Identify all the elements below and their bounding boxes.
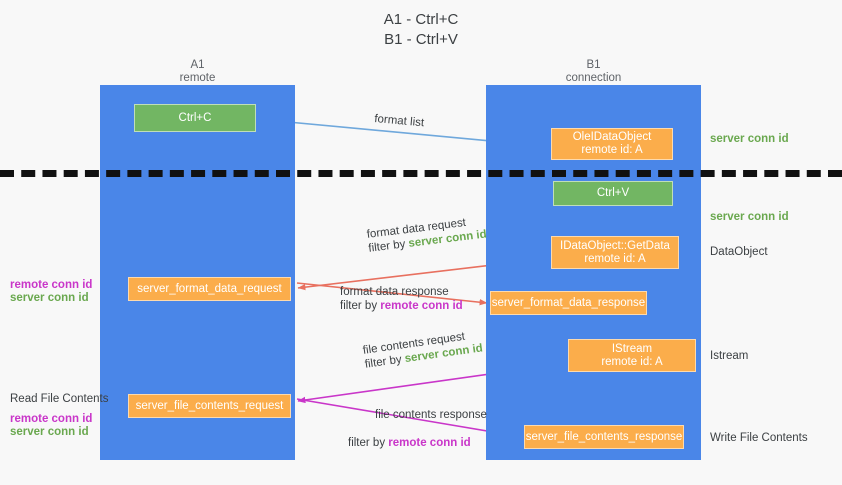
- node-ole-idataobject-line2: remote id: A: [581, 144, 643, 156]
- lane-header-a1: A1 remote: [120, 59, 275, 85]
- annotation-server-conn-id-top: server conn id: [710, 133, 789, 145]
- node-server-format-data-response[interactable]: server_format_data_response: [490, 291, 647, 315]
- lane-header-b1-line2: connection: [565, 72, 622, 84]
- arrow-format-data-response: [296, 282, 488, 306]
- annotation-left-server-conn-id-1: server conn id: [10, 292, 89, 304]
- lane-header-b1-line1: B1: [586, 59, 601, 71]
- node-ctrl-v-label: Ctrl+V: [596, 187, 630, 199]
- lane-header-a1-line2: remote: [179, 72, 216, 84]
- edge-label-file-contents-response: file contents response: [375, 408, 487, 422]
- annotation-read-file-contents: Read File Contents: [10, 393, 109, 405]
- annotation-server-conn-id-mid: server conn id: [710, 211, 789, 223]
- lane-header-b1: B1 connection: [516, 59, 671, 85]
- node-istream-line1: IStream: [611, 342, 653, 355]
- node-server-file-contents-response-label: server_file_contents_response: [525, 430, 683, 443]
- edge-label-file-contents-response-filter: filter by remote conn id: [348, 436, 471, 450]
- phase-divider: [0, 170, 842, 177]
- arrow-file-contents-response: [296, 398, 524, 439]
- node-ctrl-v[interactable]: Ctrl+V: [553, 181, 673, 206]
- node-ctrl-c[interactable]: Ctrl+C: [134, 104, 256, 132]
- node-server-file-contents-response[interactable]: server_file_contents_response: [524, 425, 684, 449]
- edge-label-file-contents-response-key: remote conn id: [388, 437, 471, 449]
- node-server-format-data-request-label: server_format_data_request: [137, 282, 282, 295]
- node-server-file-contents-request[interactable]: server_file_contents_request: [128, 394, 291, 418]
- node-ole-idataobject-line1: OleIDataObject: [572, 131, 652, 143]
- annotation-left-server-conn-id-2: server conn id: [10, 426, 89, 438]
- edge-label-file-contents-response-prefix: filter by: [348, 437, 389, 449]
- node-idataobject-getdata[interactable]: IDataObject::GetData remote id: A: [551, 236, 679, 269]
- annotation-dataobject: DataObject: [710, 246, 768, 258]
- node-server-format-data-response-label: server_format_data_response: [491, 296, 646, 309]
- edge-label-format-data-response-key: remote conn id: [380, 300, 463, 312]
- edge-label-file-contents-response-line1: file contents response: [375, 409, 487, 421]
- annotation-left-remote-conn-id-1: remote conn id: [10, 279, 93, 291]
- page-title: A1 - Ctrl+C B1 - Ctrl+V: [383, 11, 459, 48]
- node-ole-idataobject[interactable]: OleIDataObject remote id: A: [551, 128, 673, 160]
- node-ctrl-c-label: Ctrl+C: [178, 111, 212, 124]
- lane-header-a1-line1: A1: [190, 59, 205, 71]
- node-istream-line2: remote id: A: [601, 355, 663, 368]
- edge-label-format-data-response-prefix: filter by: [340, 300, 381, 312]
- annotation-istream: Istream: [710, 350, 749, 362]
- node-server-file-contents-request-label: server_file_contents_request: [135, 399, 284, 412]
- annotation-left-remote-conn-id-2: remote conn id: [10, 413, 93, 425]
- edge-label-format-data-response-line1: format data response: [340, 286, 449, 298]
- node-getdata-line2: remote id: A: [584, 252, 646, 265]
- annotation-write-file-contents: Write File Contents: [710, 432, 808, 444]
- node-getdata-line1: IDataObject::GetData: [560, 239, 670, 252]
- edge-label-format-data-response: format data response filter by remote co…: [340, 285, 463, 313]
- node-server-format-data-request[interactable]: server_format_data_request: [128, 277, 291, 301]
- node-istream[interactable]: IStream remote id: A: [568, 339, 696, 372]
